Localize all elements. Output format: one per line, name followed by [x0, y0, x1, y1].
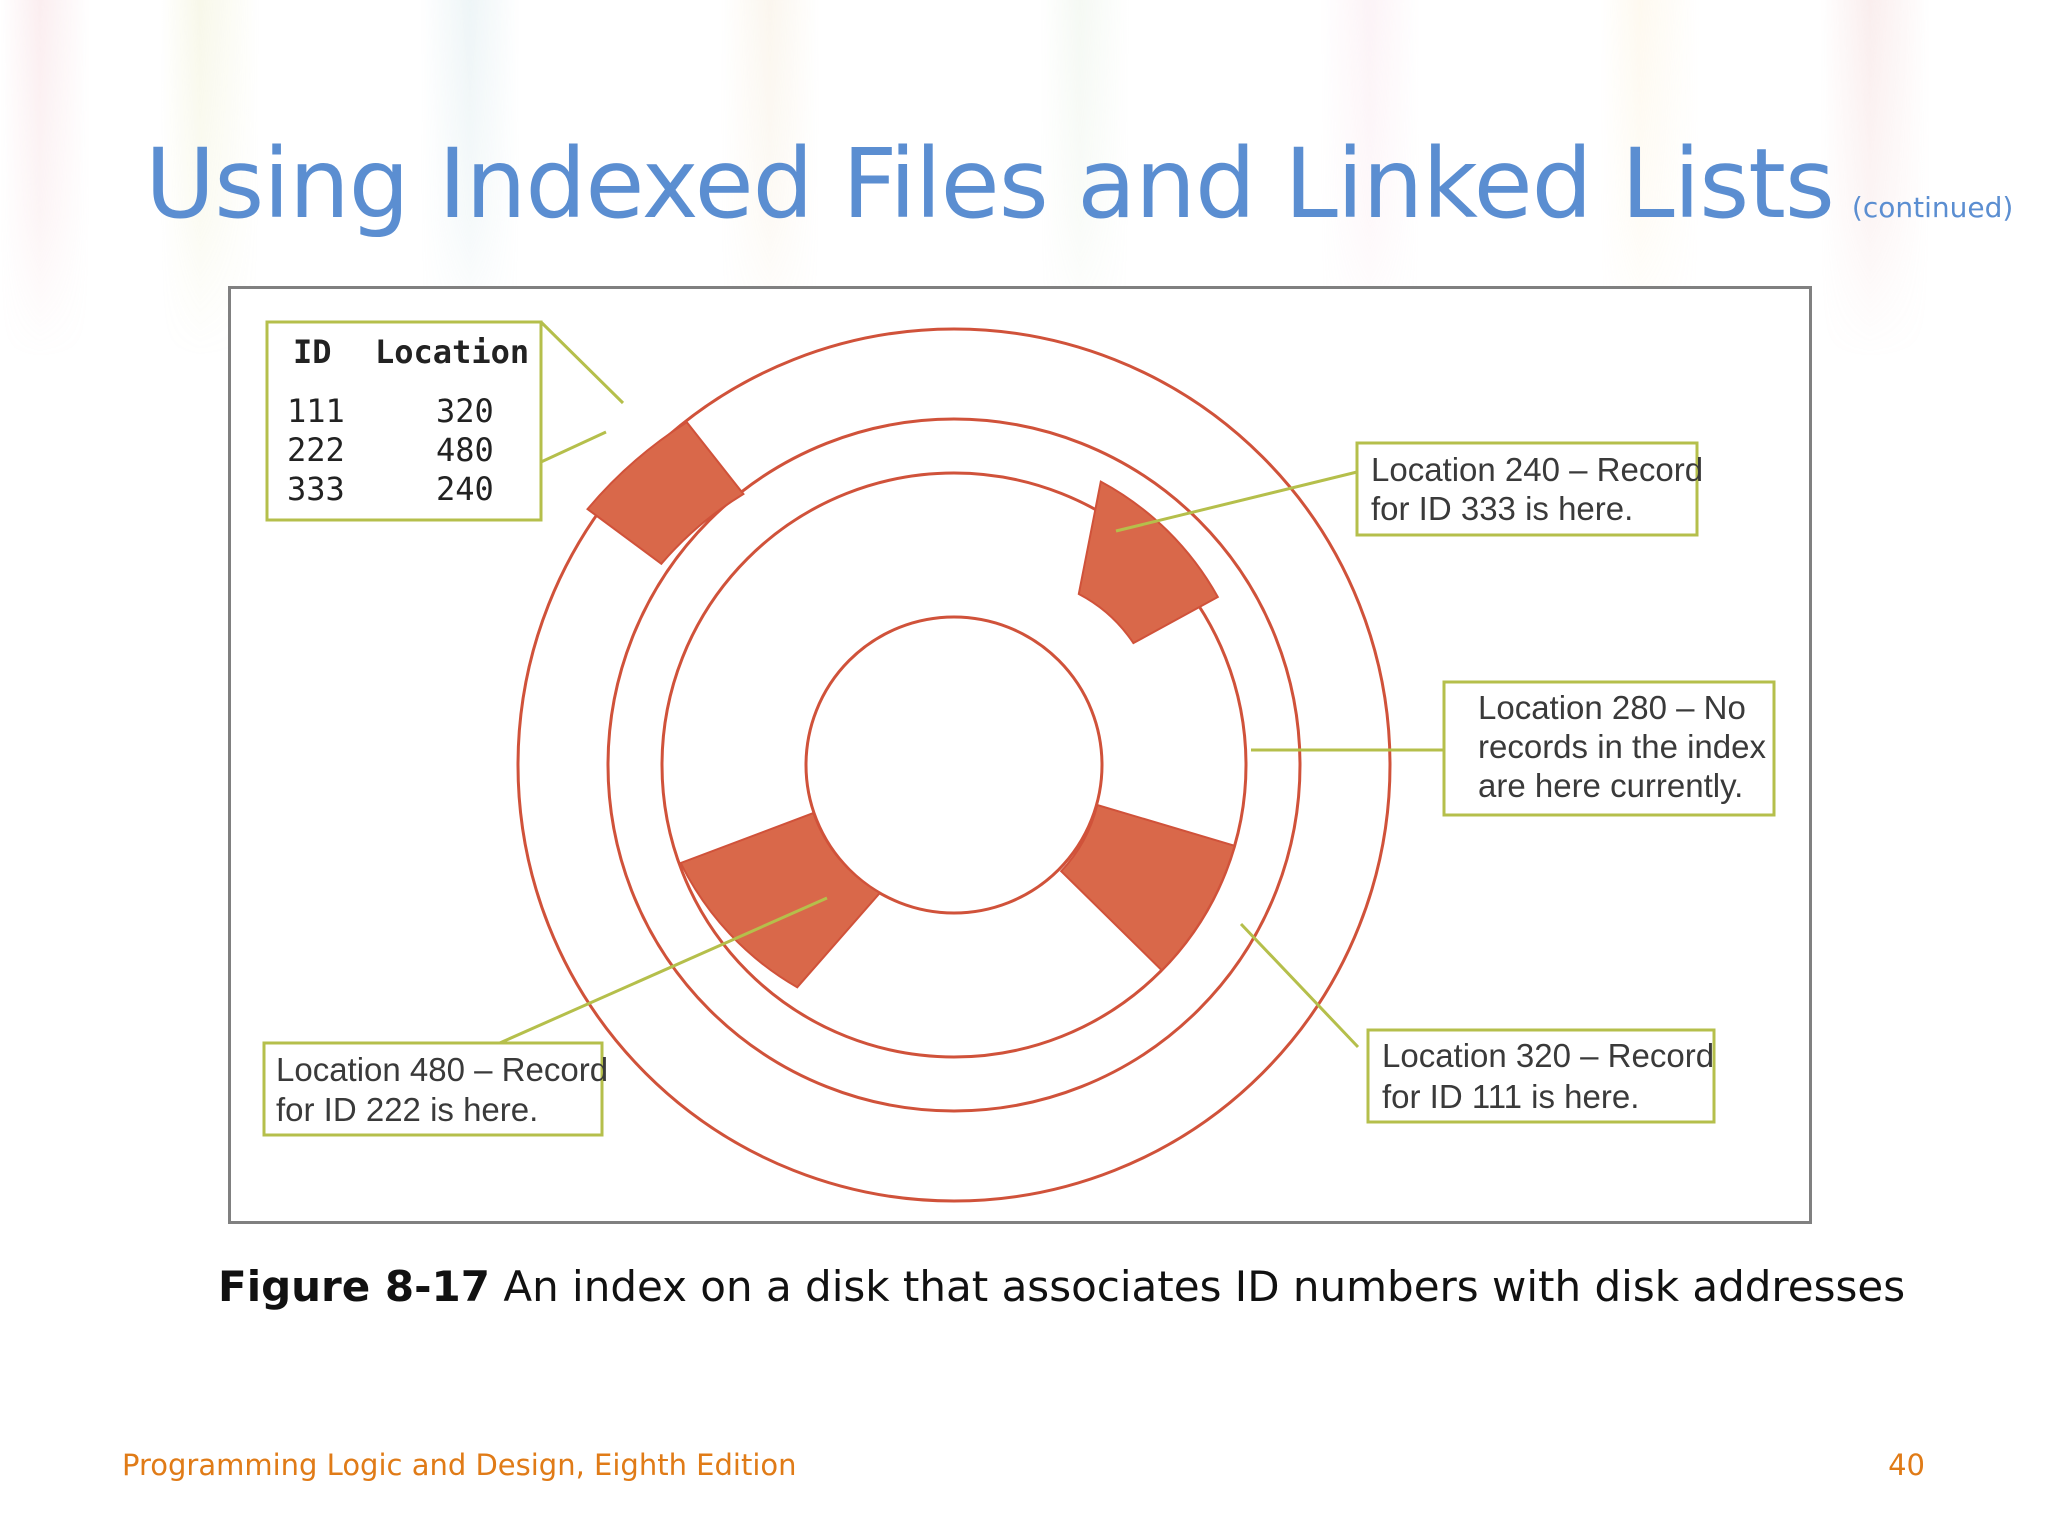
index-table-cell: 222 — [287, 431, 345, 469]
sector-loc320 — [1059, 803, 1236, 972]
figure-caption-label: Figure 8-17 — [218, 1262, 490, 1311]
callout-loc320-line2: for ID 111 is here. — [1382, 1078, 1639, 1115]
outer-ring — [516, 327, 1392, 1203]
page-number: 40 — [1888, 1448, 1925, 1482]
callout-loc240-line2: for ID 333 is here. — [1371, 490, 1633, 527]
callout-loc280-box — [1442, 680, 1776, 817]
footer-book-title: Programming Logic and Design, Eighth Edi… — [122, 1448, 797, 1482]
index-table-header-location: Location — [375, 333, 529, 371]
callout-loc320-line1: Location 320 – Record — [1382, 1037, 1714, 1074]
index-table-cell: 480 — [436, 431, 494, 469]
callout-loc280-line3: are here currently. — [1478, 767, 1743, 804]
callout-loc280: Location 280 – No records in the index a… — [1442, 680, 1776, 817]
index-table-box — [265, 320, 543, 522]
index-sector-label: index — [539, 384, 625, 425]
inner-ring — [804, 615, 1104, 915]
figure-caption: Figure 8-17 An index on a disk that asso… — [218, 1262, 1905, 1311]
callout-loc240-line1: Location 240 – Record — [1371, 451, 1703, 488]
leader-lines — [440, 320, 1444, 1071]
callout-loc240: Location 240 – Record for ID 333 is here… — [1355, 441, 1703, 537]
callout-loc280-line1: Location 280 – No — [1478, 689, 1746, 726]
callout-loc480-box — [262, 1041, 604, 1137]
leader-loc320 — [1239, 922, 1360, 1049]
callout-loc240-box — [1355, 441, 1699, 537]
middle-outer-ring — [606, 417, 1302, 1113]
index-table: ID Location 111 320 222 480 333 240 — [265, 320, 543, 522]
callout-loc480-line1: Location 480 – Record — [276, 1051, 608, 1088]
index-table-cell: 320 — [436, 392, 494, 430]
figure-caption-text: An index on a disk that associates ID nu… — [489, 1262, 1906, 1311]
callout-loc480: Location 480 – Record for ID 222 is here… — [262, 1041, 608, 1137]
disk-rings — [516, 327, 1392, 1203]
leader-index-top — [539, 320, 625, 405]
callout-loc480-line2: for ID 222 is here. — [276, 1091, 538, 1128]
slide-title-note: (continued) — [1851, 191, 2014, 224]
callout-loc320: Location 320 – Record for ID 111 is here… — [1366, 1028, 1716, 1124]
index-table-cell: 240 — [436, 470, 494, 508]
callout-loc320-box — [1366, 1028, 1716, 1124]
leader-loc480 — [440, 896, 828, 1071]
callout-loc280-line2: records in the index — [1478, 728, 1766, 765]
index-table-header-id: ID — [293, 333, 332, 371]
middle-inner-ring — [660, 471, 1248, 1059]
leader-loc240 — [1115, 470, 1358, 533]
index-table-cell: 333 — [287, 470, 345, 508]
slide-title: Using Indexed Files and Linked Lists (con… — [145, 128, 2013, 240]
index-table-cell: 111 — [287, 392, 345, 430]
slide-title-text: Using Indexed Files and Linked Lists — [145, 128, 1835, 240]
sector-loc480 — [679, 811, 882, 989]
disk-sectors — [586, 420, 1236, 989]
leader-index-bottom — [540, 430, 607, 464]
figure-frame: index ID Location 111 320 222 480 333 24… — [228, 286, 1812, 1224]
sector-loc240 — [1077, 480, 1220, 645]
index-sector — [586, 420, 745, 566]
disk-index-diagram: index ID Location 111 320 222 480 333 24… — [262, 320, 1776, 1203]
